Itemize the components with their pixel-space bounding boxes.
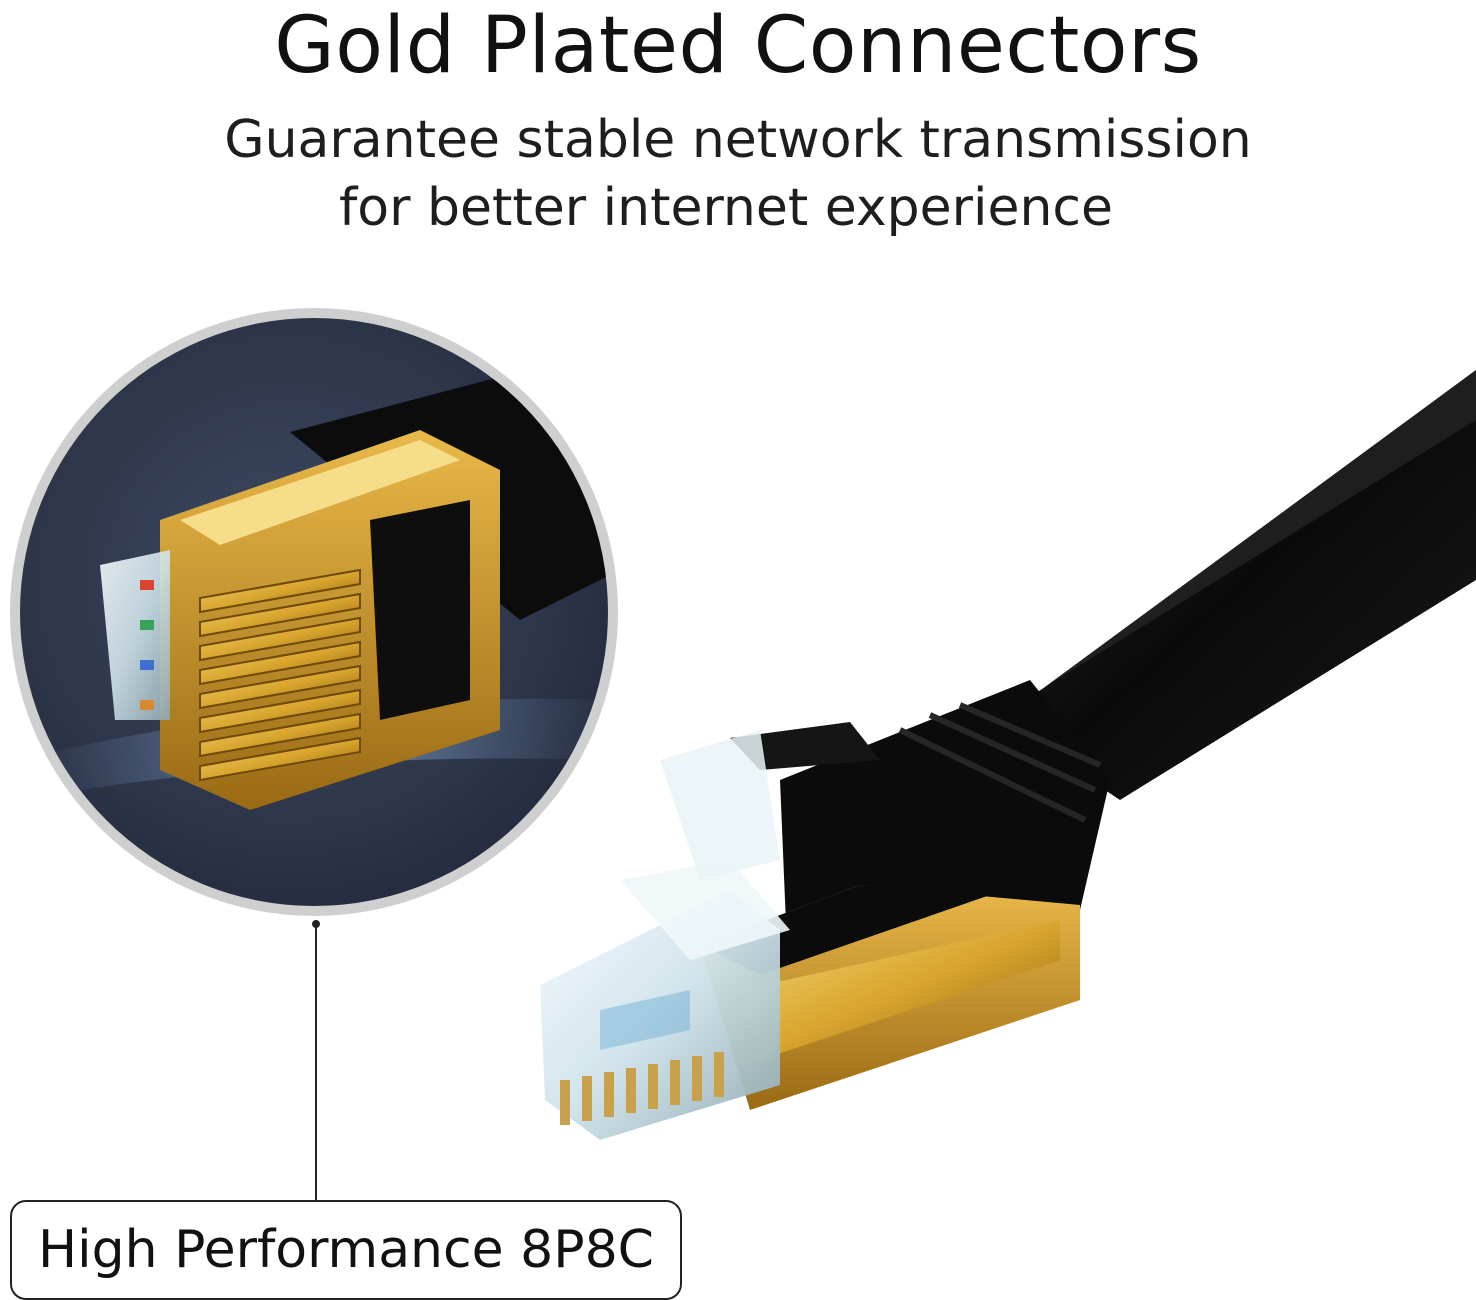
ethernet-cable-image (540, 370, 1476, 1140)
title: Gold Plated Connectors (274, 1, 1202, 91)
callout-label: High Performance 8P8C (10, 1200, 682, 1300)
callout-label-text: High Performance 8P8C (38, 1220, 654, 1280)
subtitle-line-2: for better internet experience (338, 178, 1114, 238)
subtitle-line-1: Guarantee stable network transmission (224, 110, 1252, 170)
magnified-connector-image (10, 308, 618, 916)
